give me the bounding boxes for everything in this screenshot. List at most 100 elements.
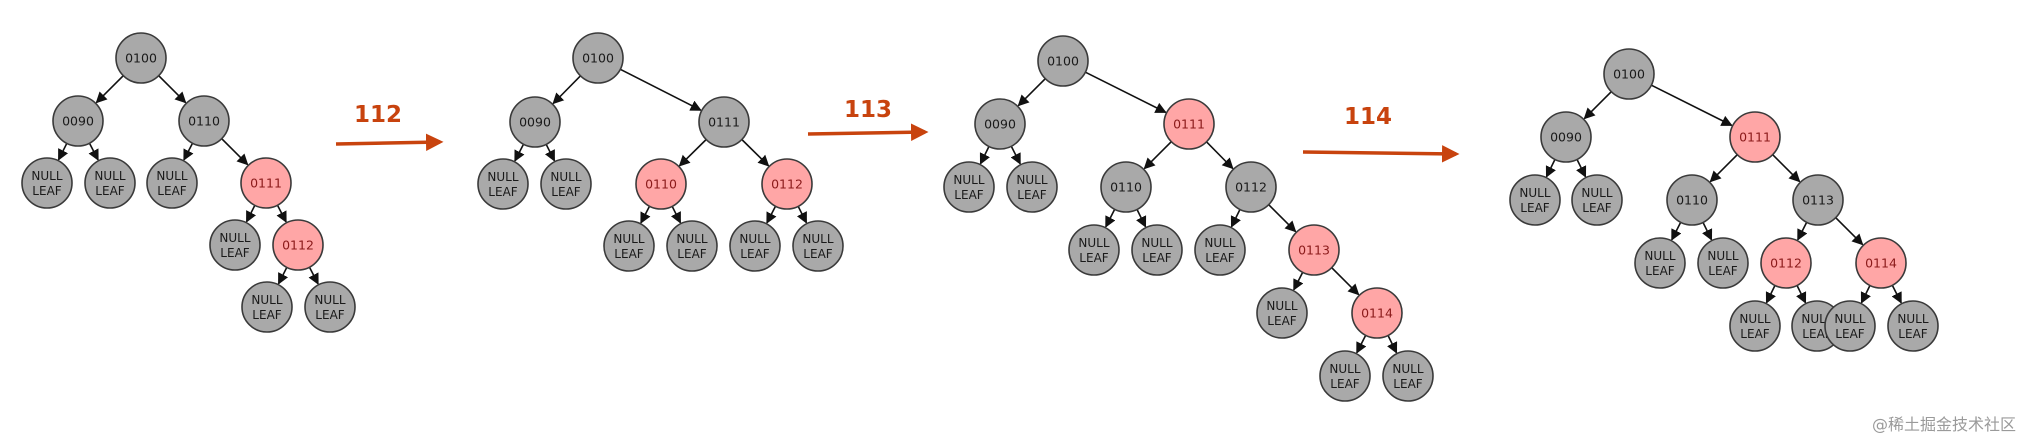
node-label: LEAF	[551, 185, 580, 199]
node-label: 0090	[984, 117, 1016, 132]
tree-edge	[1545, 159, 1556, 178]
node-circle	[1163, 98, 1215, 150]
tree-edge	[552, 75, 582, 105]
black-node: 0110	[178, 95, 230, 147]
step-arrow	[335, 133, 444, 152]
tree-edge	[1583, 91, 1612, 120]
node-label: NULL	[1739, 312, 1770, 326]
node-label: LEAF	[95, 184, 124, 198]
red-node: 0114	[1351, 287, 1403, 339]
step-label: 112	[354, 102, 402, 128]
node-circle	[1006, 161, 1058, 213]
node-circle	[1729, 300, 1781, 352]
node-circle	[943, 161, 995, 213]
node-label: 0111	[1173, 117, 1205, 132]
black-node: 0090	[1540, 111, 1592, 163]
node-label: LEAF	[1802, 327, 1831, 341]
tree-edge	[979, 146, 990, 165]
node-label: LEAF	[1205, 251, 1234, 265]
tree-edge	[276, 204, 287, 223]
red-node: 0112	[272, 219, 324, 271]
node-label: NULL	[1078, 236, 1109, 250]
node-label: 0111	[250, 176, 282, 191]
node-label: 0114	[1865, 256, 1897, 271]
node-label: NULL	[1707, 249, 1738, 263]
tree-edge	[221, 138, 249, 166]
node-label: 0110	[1110, 180, 1142, 195]
tree-edge	[1105, 208, 1116, 228]
tree-edge	[1860, 285, 1871, 304]
tree-edge	[1651, 84, 1733, 127]
node-label: 0112	[282, 238, 314, 253]
red-node: 0110	[635, 158, 687, 210]
node-circle	[1037, 35, 1089, 87]
tree-edge	[308, 266, 319, 285]
tree-edge	[1797, 221, 1808, 241]
node-circle	[698, 96, 750, 148]
node-circle	[603, 220, 655, 272]
node-circle	[729, 220, 781, 272]
tree-edge	[1796, 285, 1807, 304]
node-circle	[272, 219, 324, 271]
node-label: NULL	[953, 173, 984, 187]
node-label: 0112	[1770, 256, 1802, 271]
node-label: 0114	[1361, 306, 1393, 321]
tree-edge	[1268, 204, 1297, 233]
black-node: 0113	[1792, 174, 1844, 226]
black-node: 0090	[52, 95, 104, 147]
tree-edge	[1017, 78, 1046, 107]
step-label: 113	[844, 97, 892, 123]
node-label: 0090	[519, 115, 551, 130]
node-label: 0113	[1298, 243, 1330, 258]
node-circle	[635, 158, 687, 210]
node-circle	[477, 158, 529, 210]
node-label: NULL	[1204, 236, 1235, 250]
tree-edge	[1085, 71, 1167, 114]
node-circle	[509, 96, 561, 148]
node-label: LEAF	[1330, 377, 1359, 391]
step-1: 112	[335, 102, 444, 152]
node-label: 0110	[188, 114, 220, 129]
node-label: NULL	[1392, 362, 1423, 376]
step-arrow	[807, 123, 929, 141]
node-circle	[1068, 224, 1120, 276]
node-label: LEAF	[1898, 327, 1927, 341]
node-label: LEAF	[677, 247, 706, 261]
black-node: 0110	[1100, 161, 1152, 213]
node-circle	[1855, 237, 1907, 289]
black-node: 0100	[1603, 48, 1655, 100]
tree-edge	[183, 142, 194, 161]
black-node: 0112	[1225, 161, 1277, 213]
node-label: NULL	[1897, 312, 1928, 326]
node-label: NULL	[156, 169, 187, 183]
tree-edge	[1765, 285, 1776, 304]
node-circle	[1131, 224, 1183, 276]
node-circle	[1697, 237, 1749, 289]
tree-edge	[1143, 141, 1172, 170]
node-label: NULL	[1644, 249, 1675, 263]
tree-edge	[245, 205, 257, 223]
node-label: 0113	[1802, 193, 1834, 208]
node-label: LEAF	[1740, 327, 1769, 341]
tree-edge	[1356, 334, 1367, 354]
node-label: NULL	[31, 169, 62, 183]
node-label: NULL	[676, 232, 707, 246]
step-2: 113	[807, 97, 929, 141]
node-label: NULL	[487, 170, 518, 184]
black-node: 0111	[698, 96, 750, 148]
node-circle	[792, 220, 844, 272]
